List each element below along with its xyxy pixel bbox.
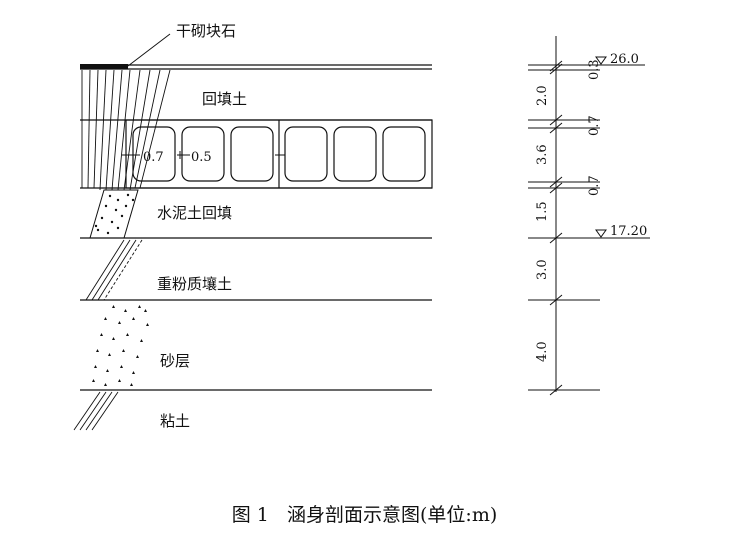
cement-soil-band <box>89 189 139 239</box>
label-dry-stone: 干砌块石 <box>176 22 236 40</box>
label-backfill: 回填土 <box>202 90 247 108</box>
dim-0-7b: 0.7 <box>587 175 602 196</box>
elevation-bottom: 17.20 <box>610 224 647 239</box>
dim-slab: 0.5 <box>191 150 212 165</box>
dim-4-0: 4.0 <box>535 341 550 362</box>
caption-number: 图 1 <box>231 504 269 526</box>
culvert-cell-5 <box>333 126 377 182</box>
dimension-labels: 0.3 2.0 0.7 3.6 0.7 1.5 3.0 4.0 <box>535 59 602 362</box>
stone-leader-line <box>127 33 171 67</box>
dim-3-0: 3.0 <box>535 259 550 280</box>
dry-stone-layer <box>80 64 128 69</box>
culvert-cell-6 <box>382 126 426 182</box>
elevation-top: 26.0 <box>610 52 639 67</box>
dim-3-6: 3.6 <box>535 144 550 165</box>
label-silty-loam: 重粉质壤土 <box>157 275 232 293</box>
slope-hatching <box>81 69 171 191</box>
label-cement-backfill: 水泥土回填 <box>157 204 232 222</box>
dim-1-5: 1.5 <box>535 201 550 222</box>
dim-0-7a: 0.7 <box>587 115 602 136</box>
culvert-cell-4 <box>284 126 328 182</box>
caption-title: 涵身剖面示意图(单位:m) <box>287 504 498 526</box>
figure-caption: 图 1 涵身剖面示意图(单位:m) <box>0 500 729 527</box>
sand-layer-pattern <box>92 305 149 386</box>
culvert-cell-3 <box>230 126 274 182</box>
clay-band <box>73 391 119 431</box>
dim-wall: 0.7 <box>143 150 164 165</box>
dim-2-0: 2.0 <box>535 85 550 106</box>
silty-loam-band <box>85 239 143 301</box>
culvert-body <box>122 119 433 189</box>
dim-0-3: 0.3 <box>587 59 602 80</box>
culvert-cell-2 <box>181 126 225 182</box>
label-sand: 砂层 <box>160 352 190 370</box>
layer-lines <box>80 64 432 391</box>
label-clay: 粘土 <box>160 412 190 430</box>
culvert-cell-1 <box>132 126 176 182</box>
dimension-column <box>528 36 650 396</box>
